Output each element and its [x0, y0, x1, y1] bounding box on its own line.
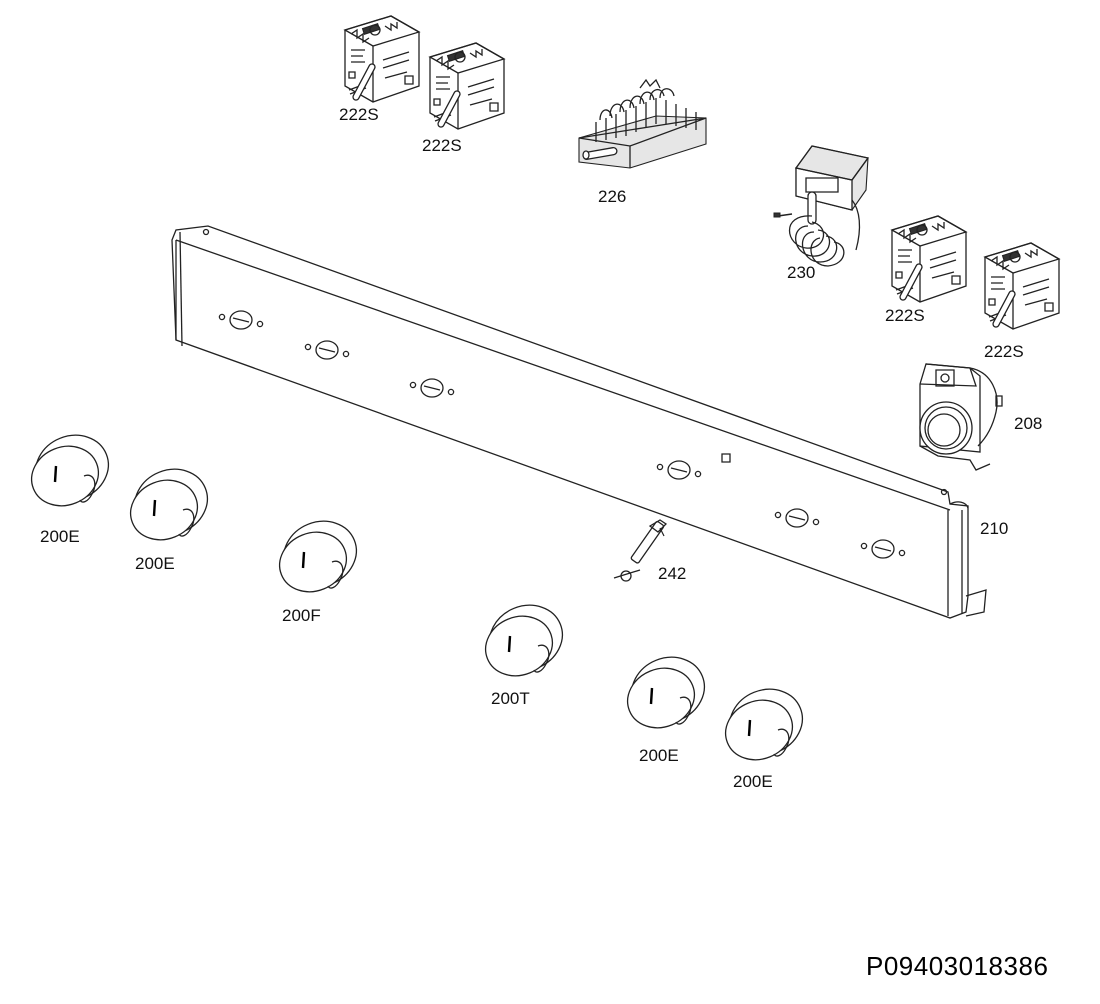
energy-regulator-2 — [429, 42, 505, 130]
energy-regulator-3 — [891, 215, 967, 303]
label-knob-6: 200E — [733, 772, 773, 791]
lamp-holder — [920, 364, 1002, 470]
knob-5 — [617, 645, 716, 739]
label-switch-c: 222S — [885, 306, 925, 325]
energy-regulator-1 — [344, 15, 420, 103]
label-switch-d: 222S — [984, 342, 1024, 361]
knob-4 — [475, 593, 574, 687]
control-panel — [172, 226, 986, 618]
label-panel: 210 — [980, 519, 1009, 538]
label-selector: 226 — [598, 187, 627, 206]
label-knob-5: 200E — [639, 746, 679, 765]
label-thermostat: 230 — [787, 263, 816, 282]
knob-1 — [21, 423, 120, 517]
label-knob-4: 200T — [491, 689, 530, 708]
label-knob-2: 200E — [135, 554, 175, 573]
label-lamp: 208 — [1014, 414, 1043, 433]
thermostat — [774, 146, 868, 266]
energy-regulator-4 — [984, 242, 1060, 330]
knob-6 — [715, 677, 814, 771]
sensor — [614, 520, 666, 581]
label-knob-1: 200E — [40, 527, 80, 546]
label-switch-a: 222S — [339, 105, 379, 124]
label-switch-b: 222S — [422, 136, 462, 155]
selector-switch — [579, 80, 706, 168]
knob-3 — [269, 509, 368, 603]
document-number: P09403018386 — [866, 951, 1049, 981]
knob-2 — [120, 457, 219, 551]
label-knob-3: 200F — [282, 606, 321, 625]
label-sensor: 242 — [658, 564, 687, 583]
